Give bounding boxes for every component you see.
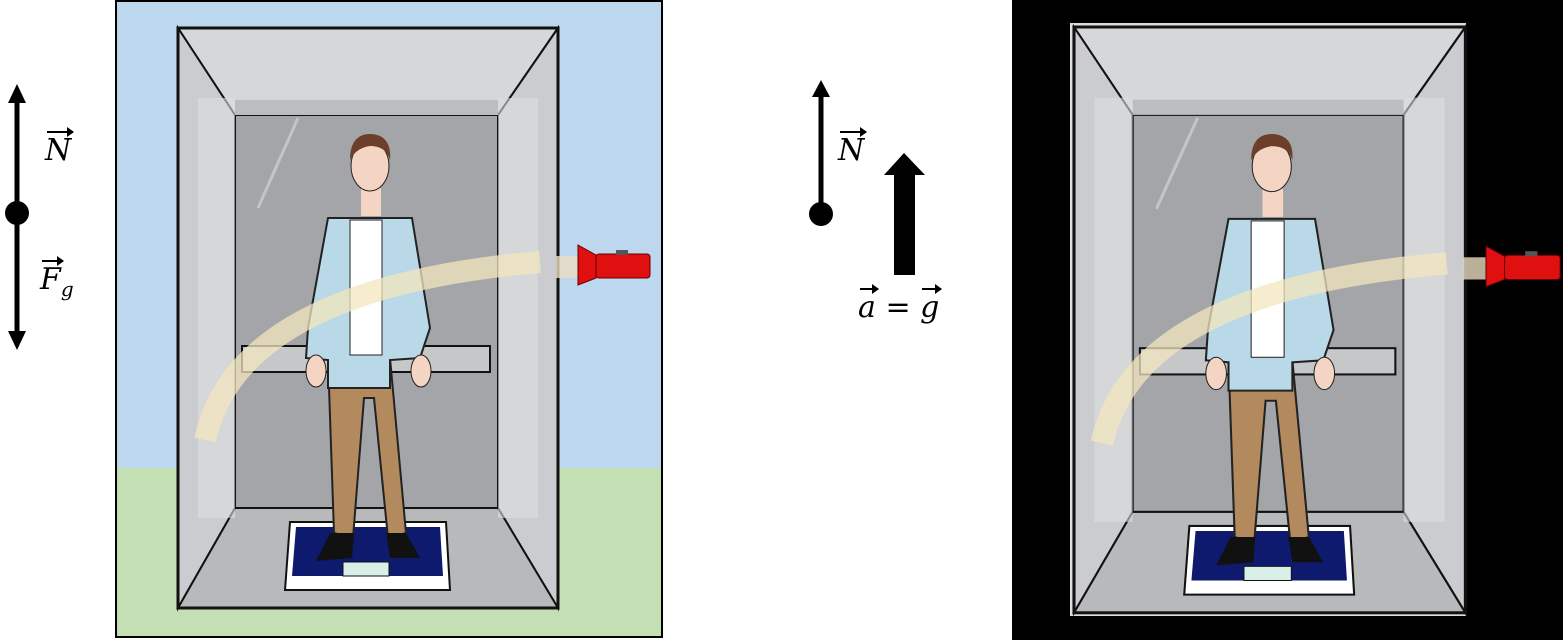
- left-scene-earth: [115, 0, 663, 638]
- free-body-diagram-right: [809, 80, 925, 275]
- normal-force-label-right: N: [838, 127, 868, 168]
- acceleration-arrow: [894, 173, 915, 275]
- arrow-up-icon: [812, 80, 830, 97]
- arrow-up-icon: [8, 84, 26, 103]
- normal-force-label-left: N: [45, 127, 75, 168]
- free-body-diagram-left: [5, 84, 29, 350]
- gravity-force-label: Fg: [40, 256, 74, 301]
- right-scene-freefall: [1012, 0, 1563, 640]
- acceleration-equation: a = g: [858, 284, 943, 325]
- arrow-down-icon: [8, 331, 26, 350]
